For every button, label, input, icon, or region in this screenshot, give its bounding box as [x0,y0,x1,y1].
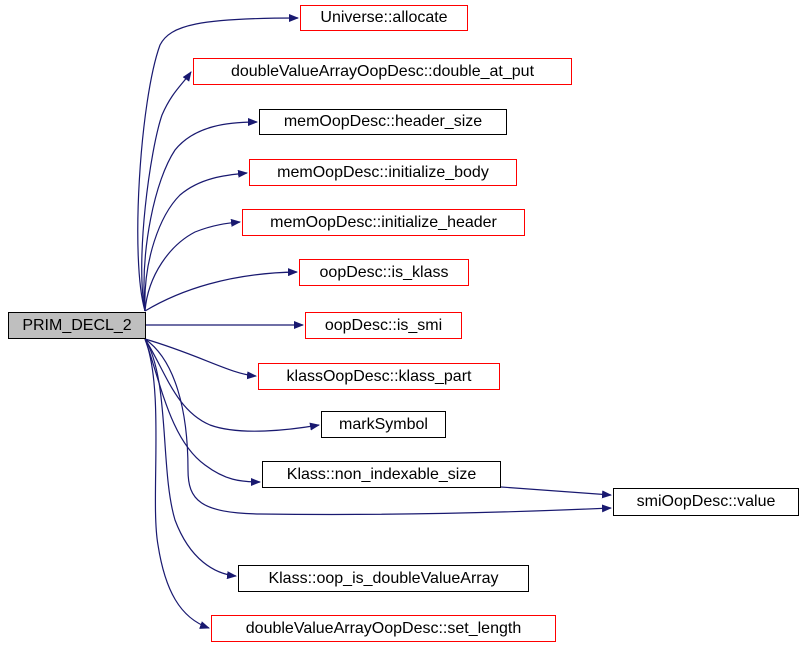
call-edge [144,218,241,312]
call-edge [144,338,257,380]
node-klass-part[interactable]: klassOopDesc::klass_part [258,363,500,390]
call-edge [141,71,192,312]
call-edge [500,486,612,499]
node-initialize-body[interactable]: memOopDesc::initialize_body [249,159,517,186]
call-edge [144,338,261,486]
node-mark-symbol[interactable]: markSymbol [321,411,446,438]
call-edge [144,338,320,432]
call-edge [144,338,237,580]
node-header-size[interactable]: memOopDesc::header_size [259,109,507,135]
node-non-indexable-size[interactable]: Klass::non_indexable_size [262,461,501,488]
node-is-klass[interactable]: oopDesc::is_klass [299,259,469,286]
node-smi-value[interactable]: smiOopDesc::value [613,488,799,516]
call-edge [143,118,258,312]
node-initialize-header[interactable]: memOopDesc::initialize_header [242,209,525,236]
call-edge [144,338,612,516]
call-edge [144,169,248,312]
node-oop-is-double-value-array[interactable]: Klass::oop_is_doubleValueArray [238,565,529,592]
node-is-smi[interactable]: oopDesc::is_smi [305,312,462,339]
call-edge [144,268,298,312]
call-edge [144,338,210,629]
node-universe-allocate[interactable]: Universe::allocate [300,5,468,31]
node-double-at-put[interactable]: doubleValueArrayOopDesc::double_at_put [193,58,572,85]
node-prim-decl-2: PRIM_DECL_2 [8,312,146,339]
node-set-length[interactable]: doubleValueArrayOopDesc::set_length [211,615,556,642]
call-edge [137,14,299,312]
